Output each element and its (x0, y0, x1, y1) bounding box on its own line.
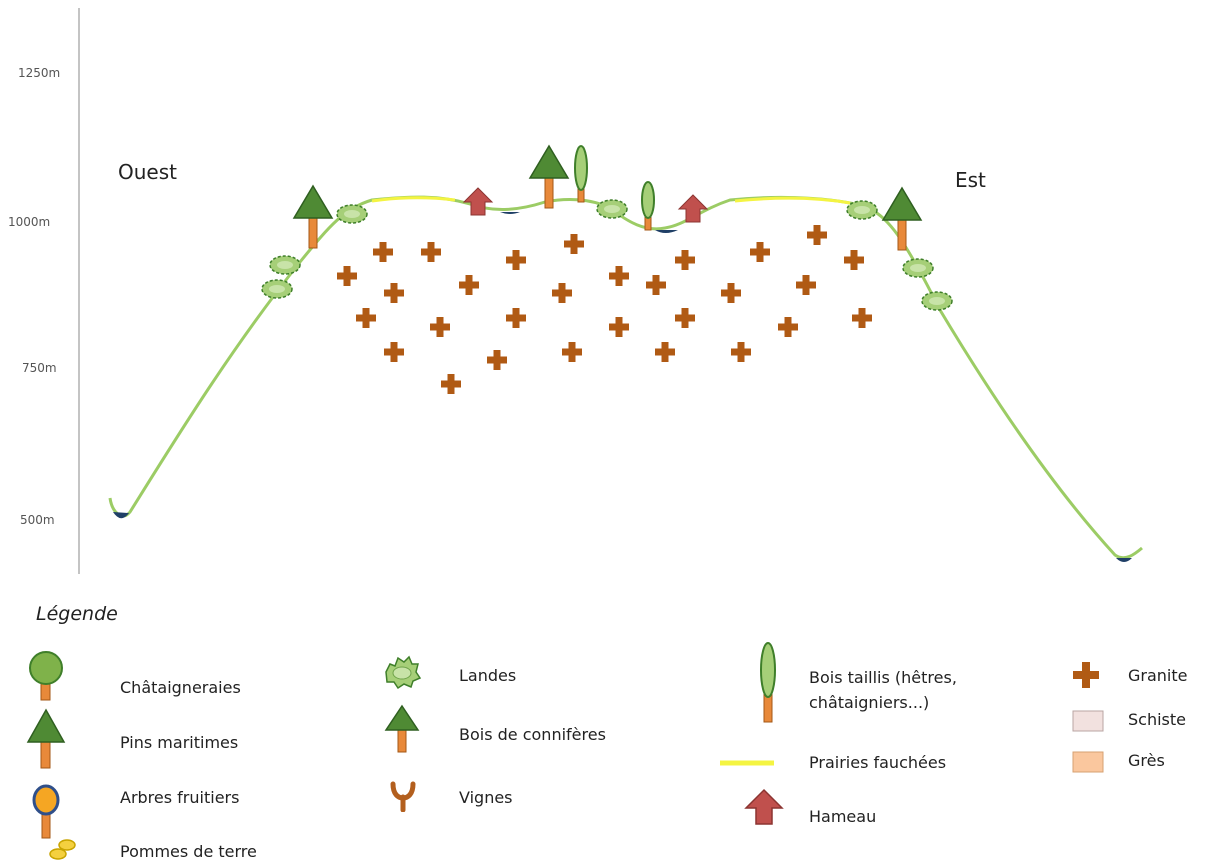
altitude-label-750: 750m (22, 361, 57, 375)
granite-cross-mark (384, 283, 404, 303)
granite-cross-mark (750, 242, 770, 262)
moorland-bush-mark (262, 280, 292, 298)
legend-label-vignes: Vignes (459, 786, 513, 809)
direction-west-label: Ouest (118, 160, 177, 184)
granite-cross-mark (852, 308, 872, 328)
altitude-label-1250: 1250m (18, 66, 60, 80)
moorland-bush-mark (847, 201, 877, 219)
granite-cross-mark (562, 342, 582, 362)
granite-cross-mark (796, 275, 816, 295)
conifer-tree-mark (294, 186, 332, 248)
legend-label-granite: Granite (1128, 664, 1187, 687)
schist-swatch-icon (1071, 709, 1105, 733)
granite-cross-mark (844, 250, 864, 270)
mown-meadow-icon (718, 758, 776, 768)
granite-cross-mark (778, 317, 798, 337)
granite-cross-mark (487, 350, 507, 370)
granite-cross-mark (337, 266, 357, 286)
legend-label-arbres-fruitiers: Arbres fruitiers (120, 786, 239, 809)
potato-icon (48, 838, 78, 862)
terrain-profile-line (110, 197, 1142, 558)
hamlet-arrow-mark (679, 195, 707, 222)
granite-cross-mark (384, 342, 404, 362)
pond-1 (500, 212, 520, 214)
granite-cross-icon (1071, 660, 1101, 690)
fruit-tree-icon (30, 782, 62, 840)
legend-label-bois-taillis-line1: Bois taillis (hêtres, (809, 666, 957, 689)
altitude-label-500: 500m (20, 513, 55, 527)
legend-label-hameau: Hameau (809, 805, 876, 828)
vine-icon (388, 780, 418, 812)
granite-cross-mark (807, 225, 827, 245)
granite-cross-mark (430, 317, 450, 337)
granite-cross-mark (441, 374, 461, 394)
granite-cross-mark (459, 275, 479, 295)
legend-title: Légende (36, 603, 118, 625)
maritime-pine-icon (24, 708, 68, 770)
granite-cross-mark (609, 266, 629, 286)
river-west (113, 512, 129, 518)
altitude-label-1000: 1000m (8, 215, 50, 229)
moorland-bush-mark (903, 259, 933, 277)
granite-cross-mark (646, 275, 666, 295)
conifer-wood-icon (384, 704, 420, 754)
coppice-tree-mark (642, 182, 654, 230)
chestnut-tree-icon (26, 648, 66, 704)
moorland-bush-icon (382, 654, 422, 690)
granite-cross-mark (609, 317, 629, 337)
direction-east-label: Est (955, 168, 986, 192)
legend-label-pommes-de-terre: Pommes de terre (120, 840, 257, 863)
meadow-strip-west (372, 198, 455, 201)
granite-cross-mark (675, 250, 695, 270)
legend-label-pins-maritimes: Pins maritimes (120, 731, 238, 754)
granite-cross-mark (506, 308, 526, 328)
legend-label-schiste: Schiste (1128, 708, 1186, 731)
river-east (1116, 558, 1132, 562)
legend-label-chataigneraies: Châtaigneraies (120, 676, 241, 699)
moorland-bush-mark (337, 205, 367, 223)
coppice-wood-icon (755, 640, 781, 724)
moorland-bush-mark (922, 292, 952, 310)
granite-cross-mark (655, 342, 675, 362)
granite-cross-mark (721, 283, 741, 303)
granite-cross-mark (675, 308, 695, 328)
granite-cross-mark (356, 308, 376, 328)
moorland-bush-mark (270, 256, 300, 274)
legend-label-bois-taillis-line2: châtaigniers...) (809, 691, 929, 714)
moorland-bush-mark (597, 200, 627, 218)
coppice-tree-mark (575, 146, 587, 202)
granite-cross-mark (373, 242, 393, 262)
granite-cross-mark (564, 234, 584, 254)
legend-label-landes: Landes (459, 664, 516, 687)
hamlet-arrow-mark (464, 188, 492, 215)
pond-2 (655, 230, 678, 233)
sandstone-swatch-icon (1071, 750, 1105, 774)
granite-cross-mark (506, 250, 526, 270)
legend-label-bois-de-conniferes: Bois de connifères (459, 723, 606, 746)
legend-label-gres: Grès (1128, 749, 1165, 772)
hamlet-arrow-icon (744, 788, 784, 826)
conifer-tree-mark (883, 188, 921, 250)
granite-cross-mark (552, 283, 572, 303)
granite-cross-mark (421, 242, 441, 262)
legend-label-prairies-fauchees: Prairies fauchées (809, 751, 946, 774)
granite-cross-mark (731, 342, 751, 362)
